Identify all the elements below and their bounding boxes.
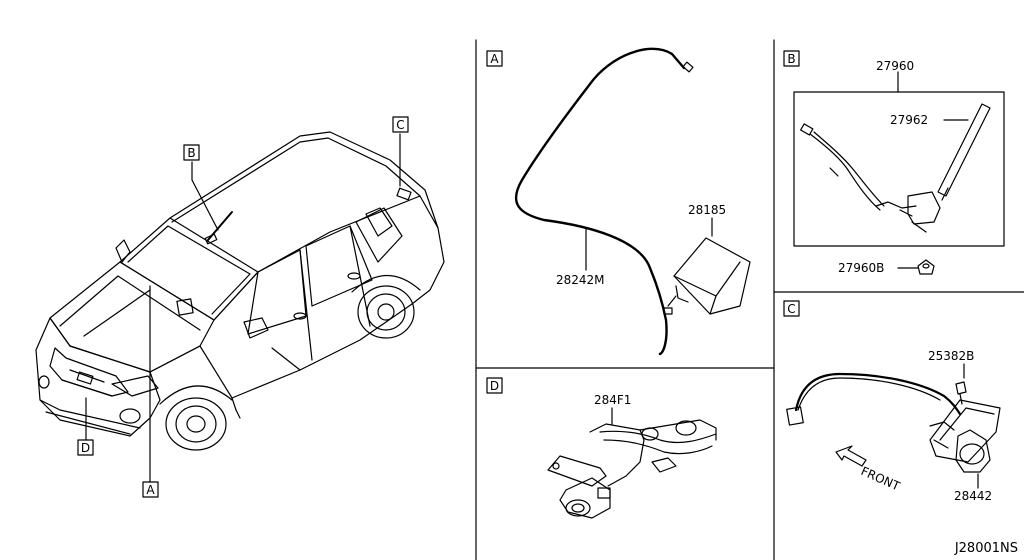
diagram-code: J28001NS — [954, 541, 1018, 556]
part-label-28185: 28185 — [688, 203, 726, 217]
part-label-28242m: 28242M — [556, 273, 605, 287]
vehicle-callout-c: C — [392, 116, 409, 133]
panel-dividers — [475, 39, 1024, 560]
svg-text:A: A — [146, 483, 155, 497]
part-label-27960: 27960 — [876, 59, 914, 73]
panel-a-leaders — [585, 217, 713, 271]
svg-text:A: A — [490, 52, 499, 66]
panel-a-harness — [514, 47, 694, 356]
front-arrow-label: FRONT — [859, 464, 903, 494]
panel-b-nut — [897, 259, 935, 275]
svg-text:D: D — [81, 441, 90, 455]
panel-label-a: A — [486, 50, 503, 67]
panel-label-c: C — [783, 300, 800, 317]
part-label-25382b: 25382B — [928, 349, 974, 363]
panel-b-inner-box — [793, 71, 1005, 247]
panel-c-harness — [786, 372, 962, 426]
part-label-284f1: 284F1 — [594, 393, 631, 407]
panel-label-b: B — [783, 50, 800, 67]
svg-text:C: C — [787, 302, 795, 316]
panel-b-antenna — [937, 103, 991, 201]
part-label-27960b: 27960B — [838, 261, 884, 275]
svg-text:D: D — [490, 379, 499, 393]
panel-b-harness — [800, 123, 941, 233]
part-label-27962: 27962 — [890, 113, 928, 127]
panel-c-camera — [929, 381, 1001, 473]
panel-c-front-arrow — [835, 445, 867, 467]
vehicle-illustration — [35, 131, 445, 483]
vehicle-callout-b: B — [183, 144, 200, 161]
panel-d-camera-assembly — [547, 419, 717, 519]
svg-text:C: C — [396, 118, 404, 132]
svg-text:B: B — [787, 52, 795, 66]
panel-a-module — [673, 237, 751, 315]
vehicle-callout-a: A — [142, 481, 159, 498]
vehicle-callout-d: D — [77, 439, 94, 456]
panel-label-d: D — [486, 377, 503, 394]
part-label-28442: 28442 — [954, 489, 992, 503]
svg-text:B: B — [187, 146, 195, 160]
